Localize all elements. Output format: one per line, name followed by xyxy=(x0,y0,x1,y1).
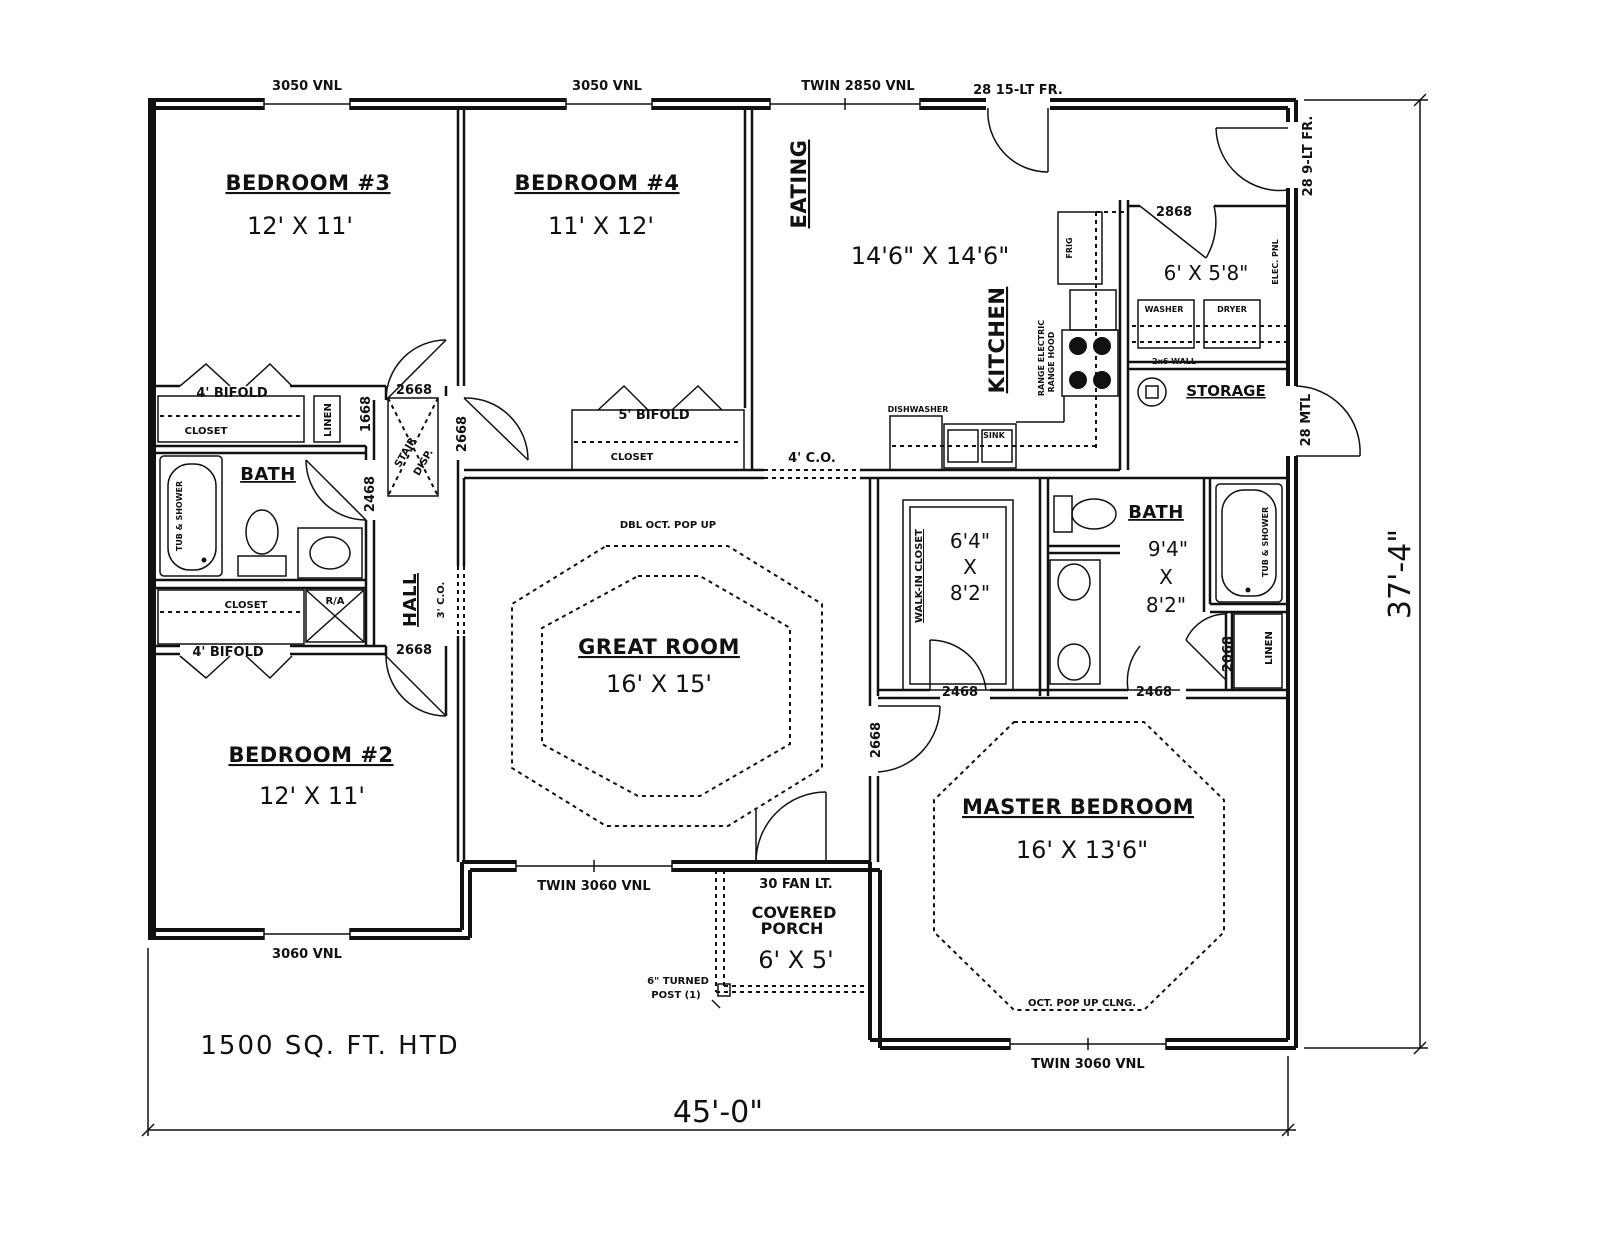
door-label: 2668 xyxy=(396,383,432,398)
room-size: 14'6" X 14'6" xyxy=(851,242,1010,270)
window-label: TWIN 2850 VNL xyxy=(801,79,914,94)
kitchen-fixtures xyxy=(889,211,1128,471)
room-size: 6'4" xyxy=(950,529,990,553)
window-label: TWIN 3060 VNL xyxy=(537,879,650,894)
closet-label: CLOSET xyxy=(611,452,654,463)
door-label: 28 MTL xyxy=(1299,394,1314,447)
room-size: 16' X 15' xyxy=(606,670,712,698)
door-label: 2868 xyxy=(1156,205,1192,220)
fixture-label: DISHWASHER xyxy=(888,405,949,414)
total-area-label: 1500 SQ. FT. HTD xyxy=(200,1031,459,1061)
room-name: KITCHEN xyxy=(985,287,1009,394)
window-label: 3050 VNL xyxy=(572,79,642,94)
doors xyxy=(305,107,1361,863)
closet-label: 4' BIFOLD xyxy=(196,386,268,401)
fixture-label: SINK xyxy=(983,431,1005,440)
fixtures-hall xyxy=(305,397,439,643)
fixture-label: ELEC. PNL xyxy=(1271,239,1280,284)
fixture-label: TUB & SHOWER xyxy=(175,481,184,551)
fixture-label: FRIG xyxy=(1065,237,1074,258)
cased-openings xyxy=(457,469,860,636)
linen-label: LINEN xyxy=(323,403,334,437)
room-name: HALL xyxy=(400,573,421,627)
room-name: BEDROOM #3 xyxy=(225,171,390,195)
closet-label: CLOSET xyxy=(185,426,228,437)
door-label: 2668 xyxy=(396,643,432,658)
fixture-label: 30 FAN LT. xyxy=(759,877,832,892)
room-name: BEDROOM #4 xyxy=(514,171,679,195)
room-size: 11' X 12' xyxy=(548,212,654,240)
room-size: X xyxy=(963,555,977,579)
width-dimension: 45'-0" xyxy=(673,1095,763,1130)
porch-label: COVERED xyxy=(752,903,837,922)
room-name: MASTER BEDROOM xyxy=(962,795,1194,819)
opening-label: 3' C.O. xyxy=(436,582,447,619)
hall-bath-fixtures xyxy=(159,455,363,579)
door-label: 28 15-LT FR. xyxy=(973,83,1063,98)
room-size: 8'2" xyxy=(1146,593,1186,617)
door-label: 2468 xyxy=(942,685,978,700)
window-label: 3060 VNL xyxy=(272,947,342,962)
opening-label: 4' C.O. xyxy=(788,451,836,466)
window-labels: 3050 VNL 3050 VNL TWIN 2850 VNL 28 15-LT… xyxy=(272,79,1316,1072)
dimension-lines xyxy=(141,93,1428,1137)
room-size: X xyxy=(1159,565,1173,589)
post-label: POST (1) xyxy=(651,990,700,1001)
ceiling-label: DBL OCT. POP UP xyxy=(620,520,716,531)
room-size: 8'2" xyxy=(950,581,990,605)
room-name: BEDROOM #2 xyxy=(228,743,393,767)
master-bath-fixtures xyxy=(1049,483,1283,685)
ceiling-outlines xyxy=(511,545,1225,1011)
linen-label: LINEN xyxy=(1264,631,1275,665)
room-name: BATH xyxy=(240,464,296,485)
door-label: 1668 xyxy=(359,396,374,432)
room-size: 6' X 5'8" xyxy=(1164,261,1249,285)
windows xyxy=(263,98,1298,1050)
room-size: 9'4" xyxy=(1148,537,1188,561)
exterior-walls xyxy=(148,98,1298,1050)
fixture-label: TUB & SHOWER xyxy=(1261,507,1270,577)
room-size: 12' X 11' xyxy=(259,782,365,810)
stair-label: STAIR xyxy=(393,436,419,470)
room-labels: BEDROOM #3 12' X 11' BEDROOM #4 11' X 12… xyxy=(225,140,1265,1009)
room-name: WALK-IN CLOSET xyxy=(914,529,925,623)
closet-label: CLOSET xyxy=(225,600,268,611)
room-name: BATH xyxy=(1128,502,1184,523)
window-label: 3050 VNL xyxy=(272,79,342,94)
porch-outline xyxy=(711,870,870,1009)
window-label: TWIN 3060 VNL xyxy=(1031,1057,1144,1072)
fixture-label: DRYER xyxy=(1217,305,1247,314)
fixture-labels: 4' BIFOLD 5' BIFOLD 4' BIFOLD CLOSET CLO… xyxy=(175,237,1280,664)
door-label: 2668 xyxy=(869,722,884,758)
laundry-fixtures xyxy=(1132,299,1286,407)
door-label: 2668 xyxy=(455,416,470,452)
porch-label: PORCH xyxy=(761,919,824,938)
door-labels: 2668 1668 2668 2468 2668 2868 2468 2468 … xyxy=(359,205,1236,758)
closet-label: 4' BIFOLD xyxy=(192,645,264,660)
door-label: 2468 xyxy=(363,476,378,512)
door-label: 28 9-LT FR. xyxy=(1301,116,1316,197)
room-size: 12' X 11' xyxy=(247,212,353,240)
depth-dimension: 37'-4" xyxy=(1383,529,1418,619)
ra-label: R/A xyxy=(325,596,344,607)
stair-label: DISP. xyxy=(412,448,436,478)
closets xyxy=(157,362,1283,689)
overall-dimensions: 1500 SQ. FT. HTD 45'-0" 37'-4" xyxy=(200,529,1418,1130)
room-size: 16' X 13'6" xyxy=(1016,836,1148,864)
ceiling-label: OCT. POP UP CLNG. xyxy=(1028,998,1136,1009)
room-name: GREAT ROOM xyxy=(578,635,740,659)
fixture-label: 2x6 WALL xyxy=(1152,357,1196,366)
post-label: 6" TURNED xyxy=(647,976,709,987)
fixture-label: RANGE ELECTRIC xyxy=(1037,320,1046,396)
room-size: 6' X 5' xyxy=(758,946,833,974)
fixture-label: RANGE HOOD xyxy=(1047,331,1056,392)
door-label: 2068 xyxy=(1221,636,1236,672)
room-name: EATING xyxy=(787,140,811,229)
fixture-label: WASHER xyxy=(1145,305,1184,314)
room-name: STORAGE xyxy=(1186,382,1266,400)
door-label: 2468 xyxy=(1136,685,1172,700)
closet-label: 5' BIFOLD xyxy=(618,408,690,423)
